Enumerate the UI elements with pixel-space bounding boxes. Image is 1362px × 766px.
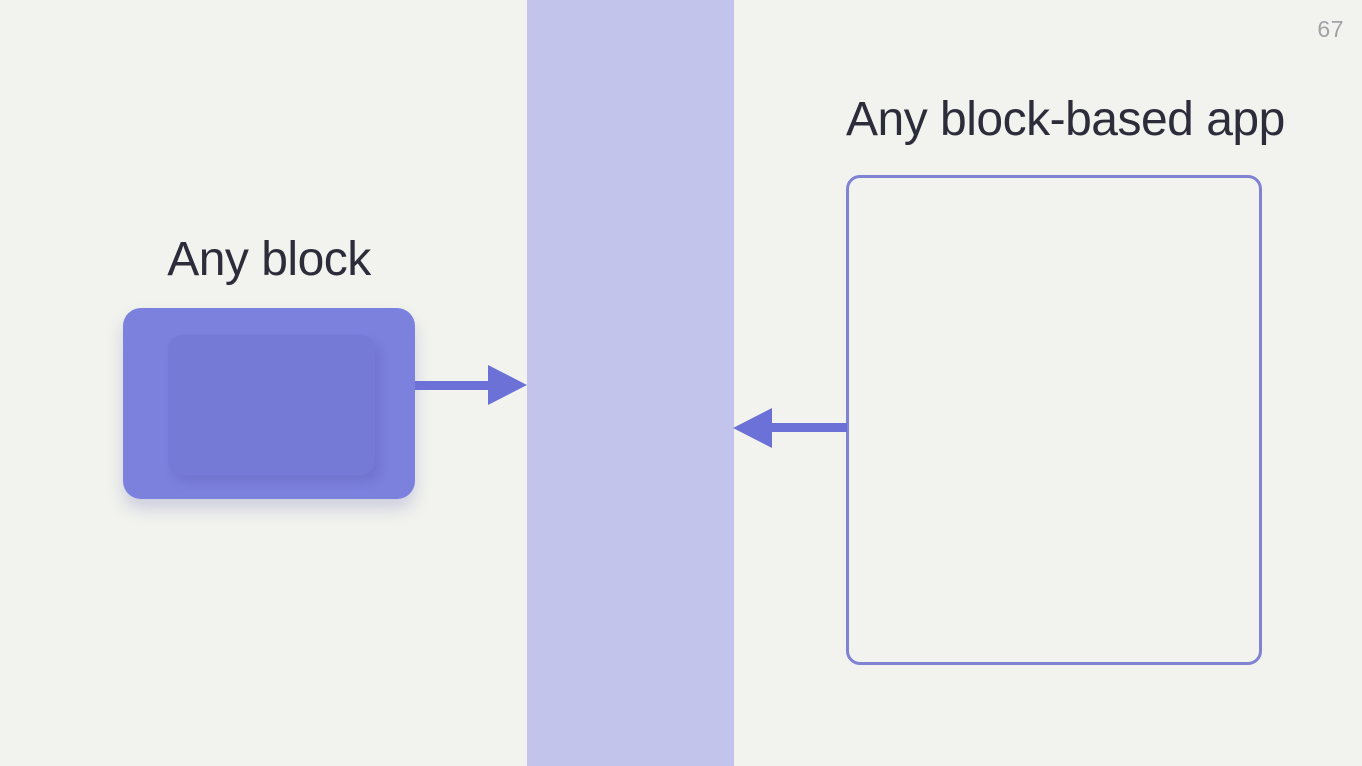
arrow-left-shaft (770, 423, 847, 432)
any-block-shape (123, 308, 415, 499)
any-block-title: Any block (167, 233, 371, 286)
arrow-right-head (488, 365, 527, 405)
page-number: 67 (1317, 16, 1344, 42)
arrow-left-head (733, 408, 772, 448)
block-based-app-box (846, 175, 1262, 665)
any-block-inner-shape (168, 335, 375, 475)
center-band (527, 0, 734, 766)
any-block-based-app-title: Any block-based app (846, 93, 1285, 146)
arrow-right-shaft (415, 381, 491, 390)
